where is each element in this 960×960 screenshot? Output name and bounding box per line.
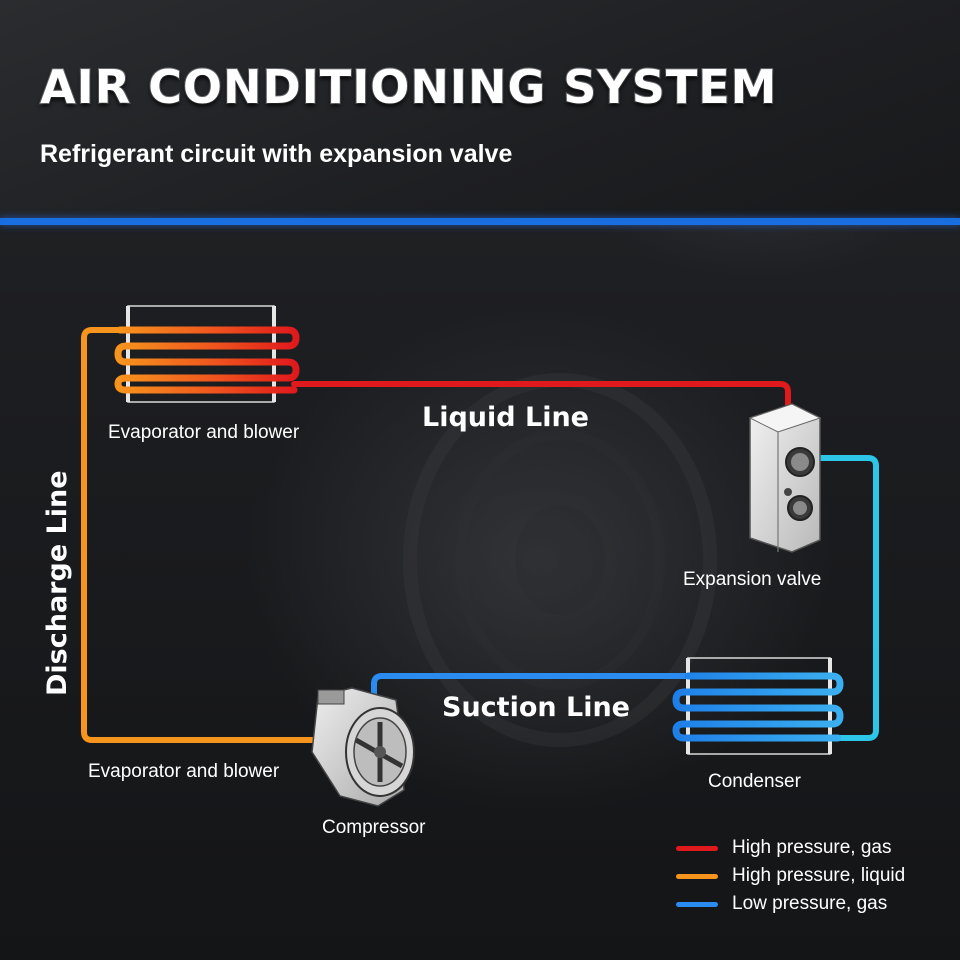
suction-line-label: Suction Line — [442, 692, 630, 723]
header-panel — [0, 0, 960, 218]
header-divider — [0, 218, 960, 225]
liquid-line — [291, 381, 791, 407]
page-title: AIR CONDITIONING SYSTEM — [39, 59, 778, 115]
legend-swatch-high-pressure-liquid — [676, 873, 718, 879]
legend-swatch-high-pressure-gas — [676, 845, 718, 851]
evaporator-bottom-label: Evaporator and blower — [88, 761, 280, 782]
legend-label: Low pressure, gas — [732, 893, 888, 914]
suction-line — [371, 673, 691, 715]
expansion-valve — [748, 403, 822, 553]
compressor-label: Compressor — [322, 817, 426, 838]
compressor — [311, 687, 415, 807]
legend: High pressure, gas High pressure, liquid… — [676, 834, 905, 918]
background-compressor-illustration — [403, 373, 717, 747]
legend-item: Low pressure, gas — [676, 890, 905, 918]
evaporator-coil-top — [114, 305, 300, 403]
condenser-label: Condenser — [708, 771, 801, 792]
discharge-line-label: Discharge Line — [42, 470, 73, 696]
condenser-coil — [672, 657, 844, 755]
page-subtitle: Refrigerant circuit with expansion valve — [40, 140, 513, 168]
legend-item: High pressure, gas — [676, 834, 905, 862]
legend-label: High pressure, liquid — [732, 865, 906, 886]
legend-swatch-low-pressure-gas — [676, 901, 718, 907]
liquid-line-label: Liquid Line — [422, 402, 589, 433]
evaporator-top-label: Evaporator and blower — [108, 422, 300, 443]
legend-item: High pressure, liquid — [676, 862, 905, 890]
discharge-line — [81, 327, 315, 743]
expansion-valve-label: Expansion valve — [683, 569, 822, 590]
valve-condenser-line — [809, 455, 879, 741]
legend-label: High pressure, gas — [732, 837, 892, 858]
